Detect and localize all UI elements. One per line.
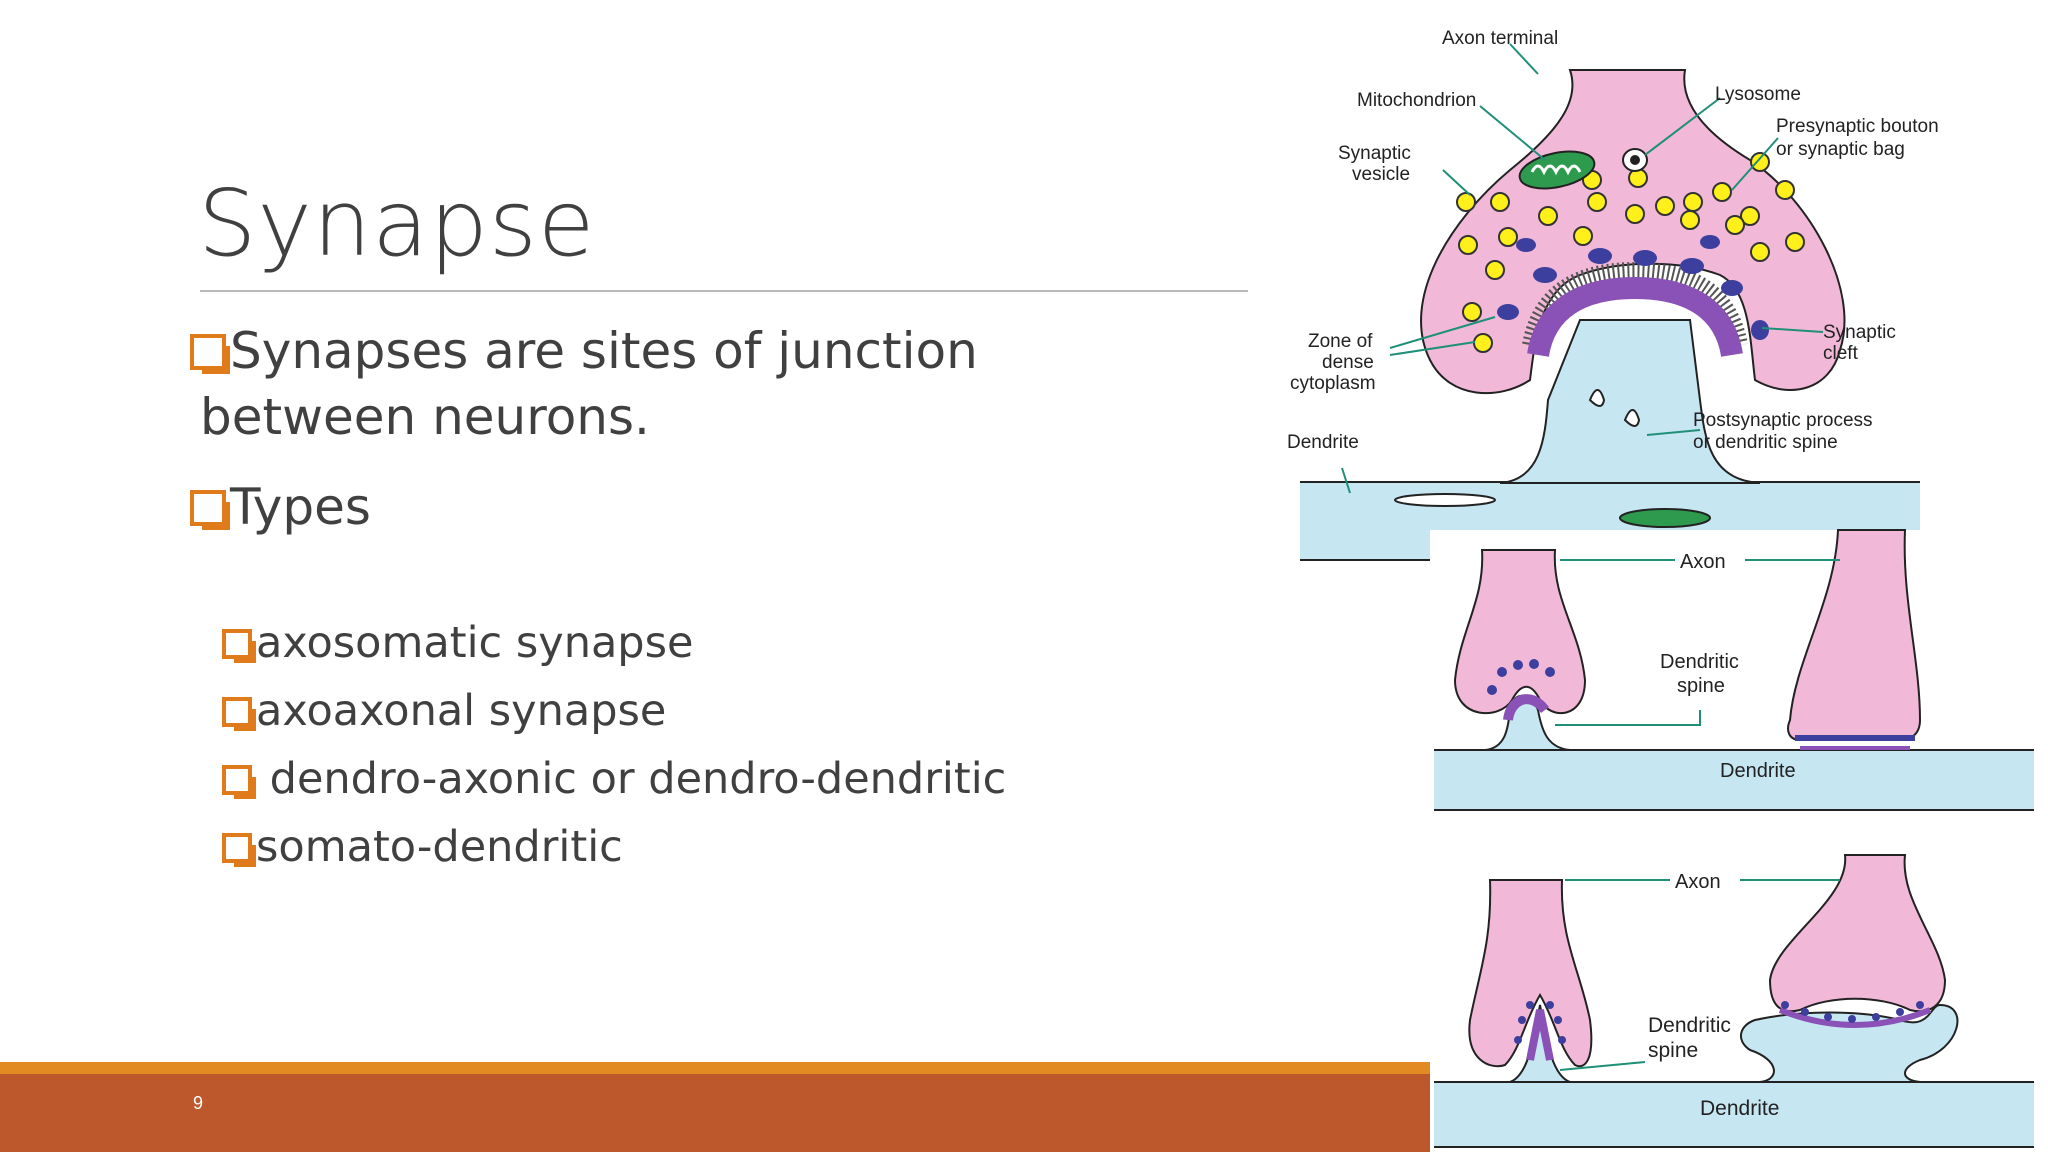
checkbox-bullet-icon xyxy=(222,629,256,663)
label-axon-terminal: Axon terminal xyxy=(1442,28,1558,49)
label-lysosome: Lysosome xyxy=(1715,84,1801,105)
label-axon-mid: Axon xyxy=(1680,551,1726,573)
label-dendritic-spine-mid: Dendritic xyxy=(1660,651,1739,673)
type-item-text: axosomatic synapse xyxy=(256,618,694,668)
label-dendritic-spine-mid-2: spine xyxy=(1677,675,1725,697)
synapse-diagram: Axon terminal Mitochondrion Lysosome Pre… xyxy=(1287,28,2048,1152)
bullet-types-text: Types xyxy=(230,478,371,536)
checkbox-bullet-icon xyxy=(222,697,256,731)
label-synaptic-cleft: Synaptic xyxy=(1823,322,1896,343)
axon-terminal-bottom-right xyxy=(1768,854,1947,1013)
slide-title: Synapse xyxy=(198,170,596,277)
type-item-text: somato-dendritic xyxy=(256,822,623,872)
label-dendrite-bottom: Dendrite xyxy=(1700,1097,1779,1120)
checkbox-bullet-icon xyxy=(190,490,230,530)
label-synaptic-cleft-2: cleft xyxy=(1823,343,1859,364)
type-item: axoaxonal synapse xyxy=(222,686,666,736)
type-item: axosomatic synapse xyxy=(222,618,693,668)
label-axon-bottom: Axon xyxy=(1675,871,1721,893)
label-zone-dense-cytoplasm: Zone of xyxy=(1308,331,1373,352)
label-dendritic-spine-bottom: Dendritic xyxy=(1648,1014,1731,1037)
bullet-text-line1: Synapses are sites of junction xyxy=(230,322,978,380)
presynaptic-bouton xyxy=(1420,69,1846,395)
type-item: somato-dendritic xyxy=(222,822,623,872)
bullet-synapse-definition: Synapses are sites of junction between n… xyxy=(190,318,1090,450)
checkbox-bullet-icon xyxy=(190,334,230,374)
label-dendrite-mid: Dendrite xyxy=(1720,760,1796,782)
middle-panel: Axon Dendritic spine Dendrite xyxy=(1430,529,2048,825)
dendrite-bot-shaft xyxy=(1434,1082,2034,1147)
bullet-text-line2: between neurons. xyxy=(200,388,650,446)
title-divider xyxy=(200,290,1248,292)
page-number: 9 xyxy=(193,1093,204,1113)
label-postsynaptic-process: Postsynaptic process xyxy=(1693,410,1873,431)
label-zone-dense-cytoplasm-3: cytoplasm xyxy=(1290,373,1376,394)
postsynaptic-density xyxy=(1527,276,1743,358)
checkbox-bullet-icon xyxy=(222,833,256,867)
label-presynaptic-bouton-2: or synaptic bag xyxy=(1776,139,1905,160)
label-dendrite-top: Dendrite xyxy=(1287,432,1359,453)
bullet-types: Types xyxy=(190,474,371,540)
top-panel: Axon terminal Mitochondrion Lysosome Pre… xyxy=(1287,28,1939,580)
label-dendritic-spine-bottom-2: spine xyxy=(1648,1039,1698,1062)
type-item-text: dendro-axonic or dendro-dendritic xyxy=(256,754,1007,804)
label-presynaptic-bouton: Presynaptic bouton xyxy=(1776,116,1939,137)
postsynaptic-spine xyxy=(1499,319,1761,484)
bottom-panel: Axon Dendritic spine Dendrite xyxy=(1430,840,2048,1152)
checkbox-bullet-icon xyxy=(222,765,256,799)
label-zone-dense-cytoplasm-2: dense xyxy=(1322,352,1374,373)
label-synaptic-vesicle-2: vesicle xyxy=(1352,164,1410,185)
synaptic-cleft xyxy=(1522,261,1748,347)
dendrite-mid-shaft xyxy=(1434,750,2034,810)
type-item-text: axoaxonal synapse xyxy=(256,686,667,736)
type-item: dendro-axonic or dendro-dendritic xyxy=(222,754,1006,804)
label-postsynaptic-process-2: or dendritic spine xyxy=(1693,432,1838,453)
label-mitochondrion: Mitochondrion xyxy=(1357,90,1476,111)
label-synaptic-vesicle: Synaptic xyxy=(1338,143,1411,164)
